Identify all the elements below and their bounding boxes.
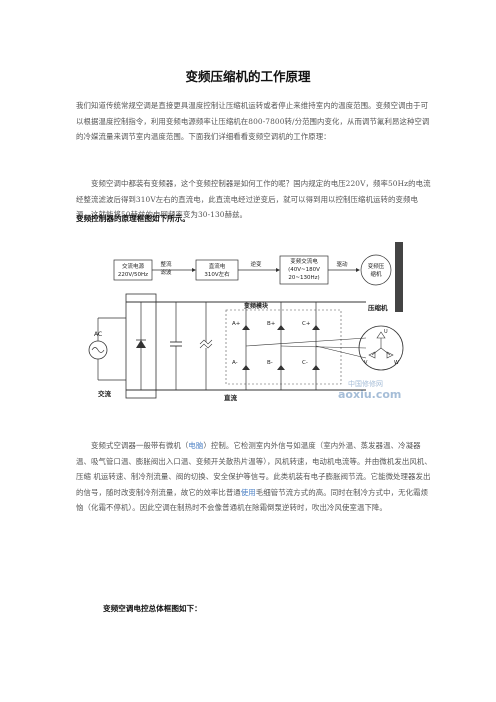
filter-capacitor <box>170 302 213 390</box>
computer-link[interactable]: 电脑 <box>188 441 204 450</box>
variable-freq-box: 变频交流电 (40V~180V 20~130Hz) <box>279 255 329 285</box>
rectifier-bridge <box>125 293 157 399</box>
inverter-module-label: 变频模块 <box>244 302 269 310</box>
watermark: 中国修修网 aoxiu.com <box>338 379 401 401</box>
switch-a-minus: A- <box>232 360 250 370</box>
compressor-label-2: 缩机 <box>370 270 382 278</box>
compressor-motor: 压缩机 U V W <box>358 303 404 371</box>
compressor-label-1: 变频压 <box>368 262 385 270</box>
ac-in-label: 交流 <box>98 389 112 398</box>
compressor-title: 压缩机 <box>368 303 388 312</box>
svg-text:U: U <box>384 329 388 335</box>
rectify-label: 整流 <box>160 260 172 268</box>
inverter-label: 逆变 <box>250 260 262 268</box>
svg-text:A-: A- <box>232 360 238 366</box>
svg-text:C+: C+ <box>302 321 311 327</box>
switch-c-minus: C- <box>302 360 320 370</box>
dark-sidebar-bar <box>395 242 403 312</box>
page-title: 变频压缩机的工作原理 <box>185 69 311 84</box>
dc-box: 直流电 310V左右 <box>195 259 239 281</box>
svg-text:V: V <box>364 360 368 366</box>
intro-paragraph: 我们知道传统常规空调是直接更具温度控制让压缩机运转或者停止来维持室内的温度范围。… <box>76 101 430 141</box>
vf-value-2: 20~130Hz) <box>288 275 319 281</box>
inverter-module-box <box>225 309 342 385</box>
vf-value-1: (40V~180V <box>288 267 320 273</box>
ac-source-label: 交流电源 <box>122 262 145 270</box>
switch-b-minus: B- <box>267 360 285 370</box>
use-link[interactable]: 使用 <box>240 487 256 497</box>
svg-text:A+: A+ <box>232 321 241 327</box>
svg-text:B+: B+ <box>267 321 276 327</box>
vf-label: 变频交流电 <box>290 257 318 265</box>
compressor-circle: 变频压 缩机 <box>360 254 392 286</box>
ac-source-box: 交流电源 220V/50Hz <box>113 259 153 281</box>
svg-text:aoxiu.com: aoxiu.com <box>338 388 401 401</box>
description-paragraph: 变频式空调器一般带有微机（电脑）控制。它检测室内外信号如温度（室内外温、蒸发器温… <box>76 441 432 512</box>
filter-label: 滤波 <box>160 268 172 276</box>
svg-text:B-: B- <box>267 360 273 366</box>
svg-text:C-: C- <box>302 360 308 366</box>
svg-text:中国修修网: 中国修修网 <box>348 379 383 388</box>
inverter-block-diagram: 交流电源 220V/50Hz 整流 滤波 直流电 310V左右 逆变 变频交流电… <box>88 242 404 402</box>
dc-bus-label: 直流 <box>224 393 238 402</box>
diagram-heading: 变频控制器的原理框图如下所示。 <box>76 214 190 223</box>
ac-source-symbol: AC 交流 <box>88 317 126 398</box>
dc-label: 直流电 <box>209 262 226 270</box>
svg-text:W: W <box>394 360 399 366</box>
dc-value: 310V左右 <box>204 270 230 278</box>
ac-source-value: 220V/50Hz <box>118 272 148 278</box>
inverter-paragraph: 变频空调中都装有变频器，这个变频控制器是如何工作的呢？国内规定的电压220V，频… <box>76 179 431 219</box>
drive-label: 驱动 <box>336 261 348 268</box>
switch-c-plus: C+ <box>302 302 320 390</box>
control-diagram-heading: 变频空调电控总体框图如下： <box>103 604 202 613</box>
